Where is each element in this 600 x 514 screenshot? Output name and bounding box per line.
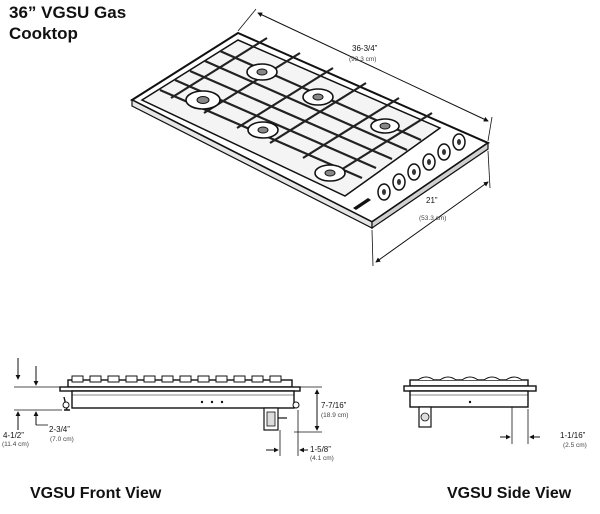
front-dim-below: 2-3/4” xyxy=(49,425,70,434)
brand-badge xyxy=(353,198,371,210)
front-dim-right-offset: 1-5/8” xyxy=(310,445,331,454)
top-view: 36-3/4” (93.3 cm) 21” (53.3 cm) xyxy=(129,8,493,267)
front-dim-below-metric: (7.0 cm) xyxy=(50,436,74,443)
width-dimension: 36-3/4” xyxy=(352,44,378,53)
diagram-title: 36” VGSU Gas Cooktop xyxy=(9,2,126,44)
front-dim-right-height-metric: (18.9 cm) xyxy=(321,412,348,419)
front-dim-overall-height: 4-1/2” xyxy=(3,431,24,440)
width-dimension-metric: (93.3 cm) xyxy=(349,56,376,63)
front-view-label: VGSU Front View xyxy=(30,485,162,502)
front-dim-right-offset-metric: (4.1 cm) xyxy=(310,455,334,462)
front-dim-overall-height-metric: (11.4 cm) xyxy=(2,441,29,448)
title-line-1: 36” VGSU Gas xyxy=(9,3,127,22)
front-view: 4-1/2” (11.4 cm) 2-3/4” (7.0 cm) 7-7/16”… xyxy=(2,358,348,462)
side-view: 1-1/16” (2.5 cm) xyxy=(403,376,587,449)
side-dim-offset-metric: (2.5 cm) xyxy=(563,442,587,449)
title-line-2: Cooktop xyxy=(9,24,78,43)
depth-dimension-metric: (53.3 cm) xyxy=(419,215,446,222)
side-view-label: VGSU Side View xyxy=(447,485,572,502)
side-dim-offset: 1-1/16” xyxy=(560,431,586,440)
depth-dimension: 21” xyxy=(426,196,438,205)
front-dim-right-height: 7-7/16” xyxy=(321,401,347,410)
